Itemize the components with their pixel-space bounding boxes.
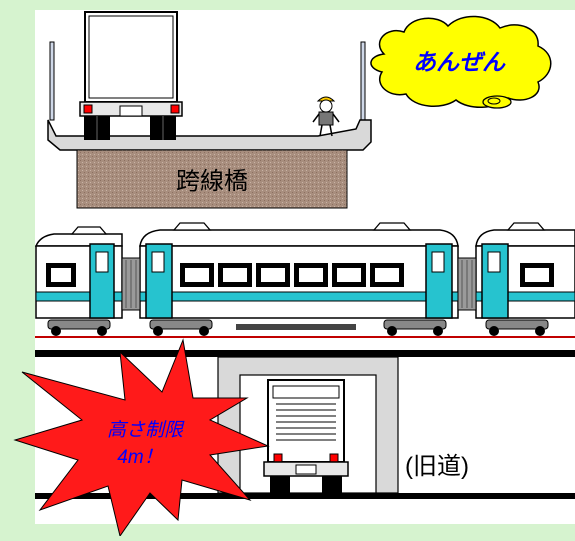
right-railing — [360, 41, 366, 121]
warning-line-1: 高さ制限 — [107, 419, 185, 441]
road-surface — [35, 493, 575, 499]
bus-front-icon — [263, 379, 349, 493]
left-railing — [49, 41, 55, 121]
track-slab — [35, 350, 575, 357]
warning-line-2: 4m！ — [117, 447, 162, 468]
bridge-girder — [76, 149, 348, 209]
bridge-label: 跨線橋 — [176, 168, 248, 195]
height-limit-warning: 高さ制限 4m！ — [13, 338, 270, 538]
thought-cloud — [370, 15, 552, 108]
old-road-label: (旧道) — [405, 453, 469, 480]
commuter-train-icon — [34, 222, 575, 336]
anzen-thought-bubble: あんぜん — [370, 15, 552, 109]
overpass-bridge: 跨線橋 — [47, 41, 372, 209]
bubble-text: あんぜん — [413, 49, 506, 75]
bridge-deck — [47, 119, 372, 151]
box-truck-rear-icon — [79, 11, 183, 140]
child-pedestrian-icon — [312, 96, 340, 137]
